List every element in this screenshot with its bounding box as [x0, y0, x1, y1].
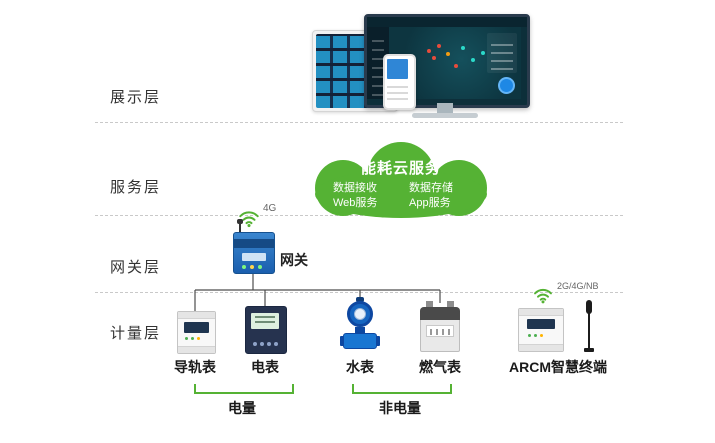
bracket-non-electric [352, 384, 452, 394]
arcm-leds [528, 334, 531, 337]
gateway-label: 网关 [280, 252, 308, 268]
meter-label-gas: 燃气表 [419, 359, 461, 375]
arcm-bottom [519, 344, 563, 351]
monitor-stand [437, 103, 453, 114]
phone [383, 54, 416, 110]
water-meter-body [343, 333, 377, 349]
cloud-service: 能耗云服务 数据接收 Web服务 数据存储 App服务 [303, 140, 499, 220]
din-meter-bottom [178, 346, 215, 353]
antenna-tip [586, 300, 592, 314]
layer-separator [95, 292, 623, 293]
monitor-base [412, 113, 478, 118]
layer-label-gateway: 网关层 [110, 259, 162, 276]
cloud-services-left: 数据接收 Web服务 [333, 181, 403, 211]
antenna-pole [588, 308, 590, 348]
arcm-top [519, 309, 563, 316]
layer-separator [95, 215, 623, 216]
gas-meter-band [420, 307, 460, 320]
wifi-icon [239, 211, 259, 228]
din-rail-meter [177, 311, 216, 354]
gateway-wireless-label: 4G [263, 203, 277, 214]
antenna-base [584, 348, 594, 352]
wifi-icon [534, 288, 552, 304]
din-meter-top [178, 312, 215, 319]
water-meter-flange [375, 336, 380, 346]
arcm-wireless-label: 2G/4G/NB [557, 281, 599, 291]
water-meter [340, 297, 380, 352]
monitor-blue-button [498, 77, 515, 94]
cloud-service-item: 数据接收 [333, 182, 377, 194]
cloud-services-right: 数据存储 App服务 [409, 181, 479, 211]
water-meter-neck [355, 327, 365, 333]
layer-label-service: 服务层 [110, 179, 162, 196]
monitor-topbar [367, 17, 527, 27]
power-meter-display [251, 313, 279, 329]
cloud-service-item: 数据存储 [409, 182, 453, 194]
map-markers [427, 49, 431, 53]
meter-label-water: 水表 [346, 359, 374, 375]
gateway-antenna-icon [237, 219, 243, 224]
gas-meter-dial [426, 325, 454, 337]
gas-meter [420, 301, 460, 352]
layer-separator [95, 122, 623, 123]
gateway-device [233, 232, 275, 274]
meter-label-din: 导轨表 [174, 359, 216, 375]
meter-label-power: 电表 [251, 359, 279, 375]
arcm-screen [527, 319, 555, 329]
bracket-electric [194, 384, 294, 394]
cloud-icon [315, 142, 487, 218]
gateway-screen [242, 253, 266, 261]
gas-meter-pipes [426, 301, 433, 308]
water-meter-flange [340, 336, 345, 346]
arcm-terminal-device [518, 308, 564, 352]
power-meter-buttons [253, 342, 257, 346]
cloud-service-item: App服务 [409, 197, 451, 209]
gateway-band [234, 239, 274, 248]
cloud-service-item: Web服务 [333, 197, 378, 209]
antenna-icon [584, 300, 594, 352]
meter-label-arcm: ARCM智慧终端 [509, 359, 607, 375]
group-label-electric: 电量 [228, 400, 256, 416]
group-label-non-electric: 非电量 [379, 400, 421, 416]
gateway-antenna-pole [239, 222, 241, 232]
monitor-stats-panel [487, 33, 517, 73]
water-meter-dial [354, 308, 366, 320]
din-meter-leds [185, 337, 188, 340]
power-meter [245, 306, 287, 354]
din-meter-screen [184, 322, 209, 333]
layer-label-metering: 计量层 [110, 325, 162, 342]
phone-content [387, 82, 408, 100]
layer-label-display: 展示层 [110, 89, 162, 106]
phone-screen [387, 59, 408, 79]
water-meter-cap [356, 297, 364, 302]
cloud-title: 能耗云服务 [360, 160, 441, 177]
gateway-leds [242, 265, 246, 269]
